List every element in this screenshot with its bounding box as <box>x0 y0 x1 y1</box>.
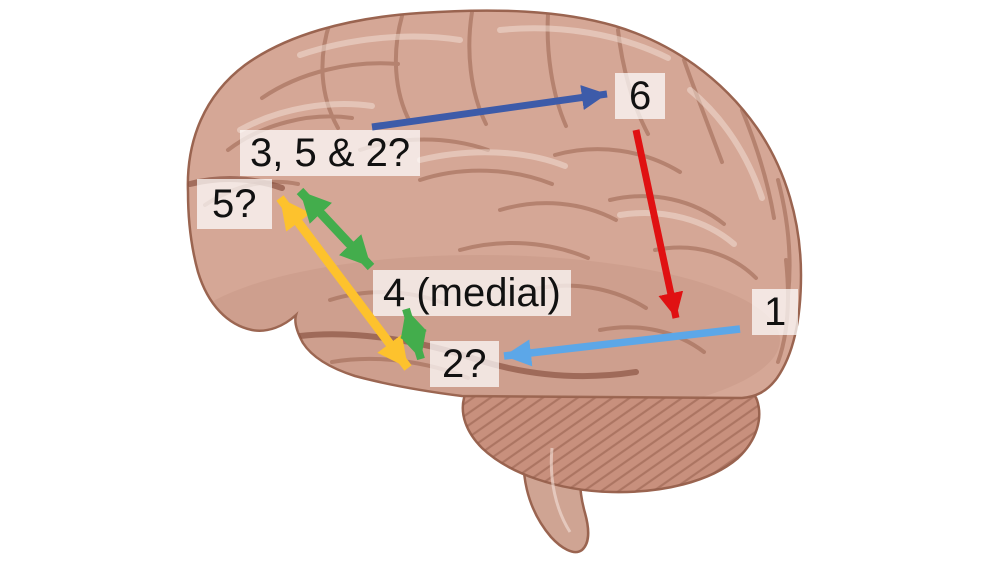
brainstem-highlight <box>549 447 572 533</box>
label-4-medial: 4 (medial) <box>373 270 571 316</box>
label-3-5-2: 3, 5 & 2? <box>240 130 421 176</box>
label-2: 2? <box>430 341 499 387</box>
label-1: 1 <box>752 289 799 335</box>
label-5: 5? <box>197 179 272 229</box>
label-6: 6 <box>615 73 666 119</box>
gyri-highlights <box>237 25 765 247</box>
